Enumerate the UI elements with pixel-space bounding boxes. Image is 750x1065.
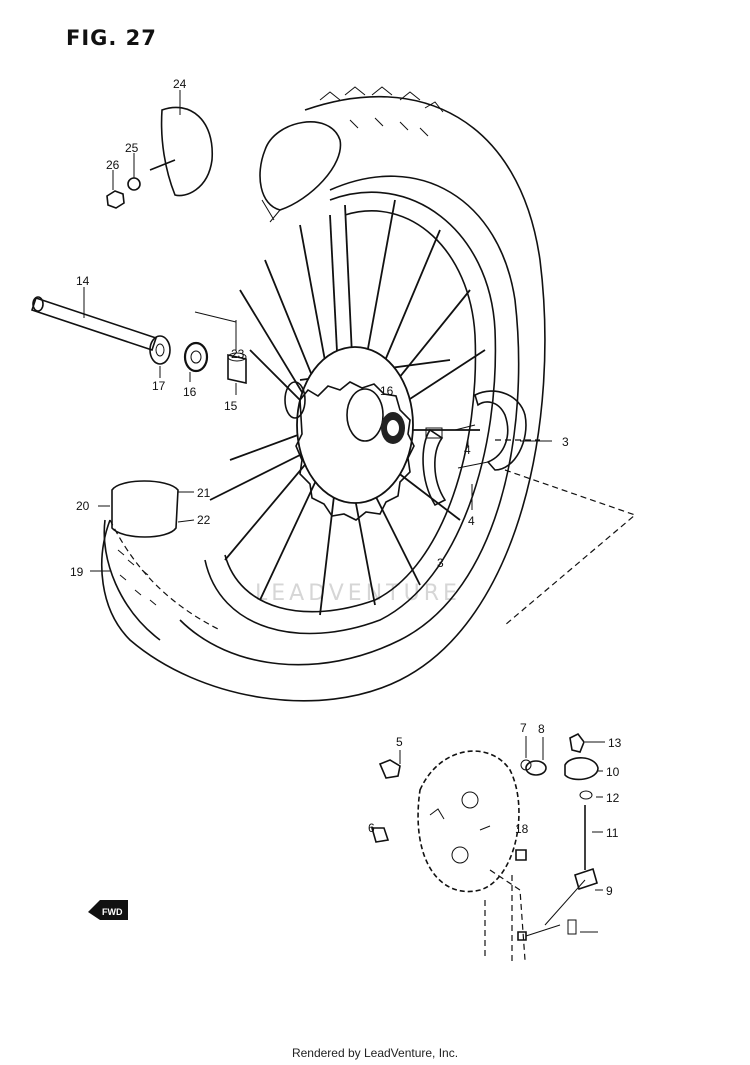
label-14: 14	[76, 274, 90, 288]
label-13: 13	[608, 736, 622, 750]
figure-title: FIG. 27	[66, 26, 157, 50]
label-7: 7	[520, 721, 527, 735]
leader-lines	[83, 90, 605, 933]
brake-shoe-lower	[422, 427, 447, 507]
tube-20	[111, 480, 179, 538]
label-6: 6	[368, 821, 375, 835]
label-23: 23	[231, 347, 245, 361]
bearing-16	[183, 341, 209, 373]
brake-cam-lever-parts	[544, 732, 599, 935]
label-12: 12	[606, 791, 620, 805]
label-19: 19	[70, 565, 84, 579]
label-25: 25	[125, 141, 139, 155]
label-16a: 16	[183, 385, 197, 399]
label-20: 20	[76, 499, 90, 513]
spacer-15	[227, 352, 247, 384]
label-4a: 4	[464, 443, 471, 457]
rim-band-24	[160, 106, 213, 197]
label-9: 9	[606, 884, 613, 898]
oil-seal-17	[149, 335, 171, 365]
projection-line	[504, 469, 637, 626]
label-10: 10	[606, 765, 620, 779]
label-8: 8	[538, 722, 545, 736]
spare-tire-19	[103, 519, 161, 641]
label-24: 24	[173, 77, 187, 91]
brake-cam-shaft	[484, 869, 526, 965]
nut-26	[106, 190, 125, 209]
label-18: 18	[515, 822, 529, 836]
label-15: 15	[224, 399, 238, 413]
part-labels: 24 25 26 14 23 17 16 15 16 3 4 4 3 21 20…	[70, 77, 622, 898]
hub	[284, 346, 415, 521]
label-3b: 3	[437, 556, 444, 570]
label-4b: 4	[468, 514, 475, 528]
inner-tube	[259, 121, 342, 223]
brake-panel	[417, 750, 520, 893]
tire	[101, 86, 546, 702]
label-5: 5	[396, 735, 403, 749]
brake-washers	[370, 759, 561, 941]
label-3a: 3	[562, 435, 569, 449]
label-11: 11	[606, 826, 619, 840]
watermark-text: LEADVENTURE	[255, 581, 461, 606]
label-22: 22	[197, 513, 211, 527]
label-21: 21	[197, 486, 211, 500]
front-marker-text: FWD	[102, 907, 123, 917]
brake-shoe-upper	[454, 390, 527, 471]
front-arrow-icon: FWD	[88, 900, 128, 920]
label-16b: 16	[380, 384, 394, 398]
footer-credit: Rendered by LeadVenture, Inc.	[291, 1046, 459, 1060]
axle	[30, 296, 158, 352]
label-26: 26	[106, 158, 120, 172]
label-17: 17	[152, 379, 166, 393]
